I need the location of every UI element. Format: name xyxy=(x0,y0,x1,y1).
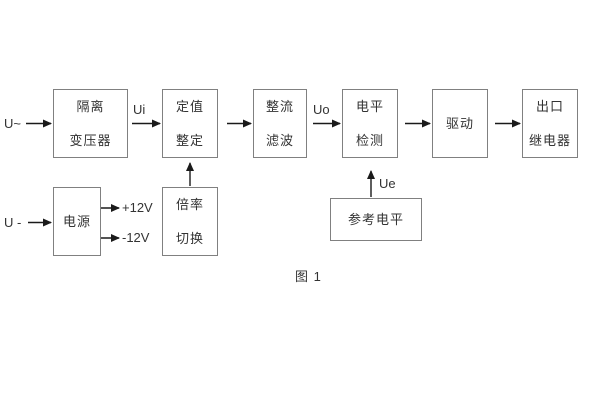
signal-label-plus12v: +12V xyxy=(122,200,153,215)
block-label: 倍率 xyxy=(175,196,204,212)
signal-label-ui: Ui xyxy=(133,102,146,117)
signal-label-uo: Uo xyxy=(313,102,330,117)
block-rectifier-filter: 整流 滤波 xyxy=(253,89,307,158)
signal-label-udc: U - xyxy=(4,215,22,230)
block-label: 参考电平 xyxy=(347,212,404,227)
block-label: 滤波 xyxy=(265,132,294,148)
block-reference-level: 参考电平 xyxy=(330,198,422,241)
block-label: 出口 xyxy=(535,98,564,114)
block-driver: 驱动 xyxy=(432,89,488,158)
block-label: 整流 xyxy=(265,98,294,114)
signal-label-uac: U~ xyxy=(4,116,21,131)
block-label: 驱动 xyxy=(445,116,474,131)
figure-caption: 图 1 xyxy=(295,269,322,284)
block-label: 电平 xyxy=(355,98,384,114)
block-isolation-transformer: 隔离 变压器 xyxy=(53,89,128,158)
block-setting-adjust: 定值 整定 xyxy=(162,89,218,158)
block-label: 隔离 xyxy=(76,98,105,114)
signal-label-minus12v: -12V xyxy=(122,230,150,245)
block-label: 定值 xyxy=(175,98,204,114)
block-level-detect: 电平 检测 xyxy=(342,89,398,158)
block-ratio-switch: 倍率 切换 xyxy=(162,187,218,256)
block-label: 检测 xyxy=(355,132,384,148)
block-label: 继电器 xyxy=(528,132,571,148)
block-label: 整定 xyxy=(175,132,204,148)
block-label: 变压器 xyxy=(69,132,112,148)
signal-label-ue: Ue xyxy=(379,176,396,191)
block-power-supply: 电源 xyxy=(53,187,101,256)
block-label: 电源 xyxy=(62,214,91,229)
block-label: 切换 xyxy=(175,230,204,246)
block-output-relay: 出口 继电器 xyxy=(522,89,578,158)
